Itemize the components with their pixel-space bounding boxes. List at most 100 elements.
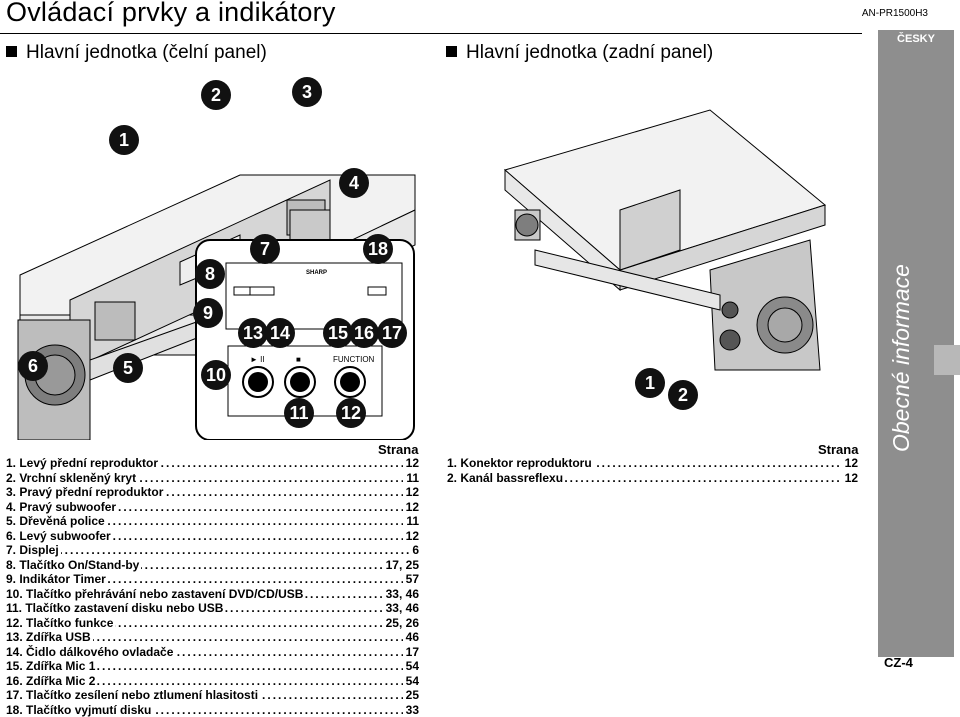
item-label: 7. Displej	[6, 543, 61, 557]
square-bullet-icon	[6, 46, 17, 57]
callout-number: 1	[645, 373, 655, 393]
item-page: 57	[403, 572, 419, 587]
callout-number: 17	[382, 323, 402, 343]
volume-buttons[interactable]	[368, 287, 386, 295]
page-title: Ovládací prvky a indikátory	[6, 0, 336, 28]
front-page-header: Strana	[378, 442, 418, 457]
callout-number: 12	[341, 403, 361, 423]
list-item: ........................................…	[6, 558, 419, 573]
item-label: 1. Levý přední reproduktor	[6, 456, 160, 470]
power-button[interactable]	[234, 287, 250, 295]
item-label: 8. Tlačítko On/Stand-by	[6, 558, 141, 572]
item-label: 2. Vrchní skleněný kryt	[6, 471, 138, 485]
section-title-vertical: Obecné informace	[888, 192, 915, 452]
language-label: ČESKY	[880, 32, 952, 46]
sidebar-tab	[934, 345, 960, 375]
list-item: ........................................…	[6, 485, 419, 500]
callout-number: 10	[206, 365, 226, 385]
callout-number: 16	[354, 323, 374, 343]
item-page: 17	[403, 645, 419, 660]
usb-port[interactable]	[250, 287, 274, 295]
item-page: 11	[403, 514, 419, 529]
function-label: FUNCTION	[333, 355, 375, 364]
callout-number: 6	[28, 356, 38, 376]
list-item: ........................................…	[6, 601, 419, 616]
list-item: ........................................…	[447, 456, 858, 471]
item-page: 54	[403, 659, 419, 674]
item-page: 33, 46	[383, 587, 419, 602]
item-page: 33, 46	[383, 601, 419, 616]
item-page: 11	[403, 471, 419, 486]
item-page: 25, 26	[383, 616, 419, 631]
callout-number: 2	[678, 385, 688, 405]
callout-number: 13	[243, 323, 263, 343]
item-page: 6	[409, 543, 419, 558]
callout-number: 18	[368, 239, 388, 259]
item-label: 17. Tlačítko zesílení nebo ztlumení hlas…	[6, 688, 260, 702]
list-item: ........................................…	[6, 514, 419, 529]
rear-unit-illustration: 12	[440, 70, 880, 440]
item-page: 33	[403, 703, 419, 717]
item-page: 17, 25	[383, 558, 419, 573]
callout-number: 8	[205, 264, 215, 284]
list-item: ........................................…	[6, 572, 419, 587]
callout-number: 4	[349, 173, 359, 193]
page-number: CZ-4	[884, 655, 924, 670]
item-label: 14. Čidlo dálkového ovladače	[6, 645, 175, 659]
item-label: 12. Tlačítko funkce	[6, 616, 115, 630]
item-page: 12	[403, 500, 419, 515]
square-bullet-icon	[446, 46, 457, 57]
callout-number: 3	[302, 82, 312, 102]
item-page: 12	[842, 471, 858, 486]
item-label: 9. Indikátor Timer	[6, 572, 108, 586]
item-label: 3. Pravý přední reproduktor	[6, 485, 165, 499]
front-parts-list: ........................................…	[6, 456, 419, 717]
list-item: ........................................…	[6, 688, 419, 703]
rear-parts-list: ........................................…	[447, 456, 858, 485]
item-page: 12	[403, 485, 419, 500]
rear-unit-drawing	[505, 110, 825, 370]
list-item: ........................................…	[6, 645, 419, 660]
item-label: 5. Dřevěná police	[6, 514, 107, 528]
callout-number: 2	[211, 85, 221, 105]
item-page: 12	[842, 456, 858, 471]
list-item: ........................................…	[6, 456, 419, 471]
list-item: ........................................…	[6, 703, 419, 717]
item-label: 13. Zdířka USB	[6, 630, 93, 644]
item-label: 6. Levý subwoofer	[6, 529, 113, 543]
stop-label: ■	[296, 355, 301, 364]
model-number: AN-PR1500H3	[862, 8, 928, 19]
front-panel-heading: Hlavní jednotka (čelní panel)	[6, 42, 267, 64]
list-item: ........................................…	[6, 659, 419, 674]
item-label: 4. Pravý subwoofer	[6, 500, 118, 514]
item-label: 11. Tlačítko zastavení disku nebo USB	[6, 601, 225, 615]
callout-number: 14	[270, 323, 290, 343]
callout-number: 7	[260, 239, 270, 259]
title-rule	[0, 33, 862, 34]
item-page: 25	[403, 688, 419, 703]
item-page: 54	[403, 674, 419, 689]
rear-callouts: 12	[635, 368, 698, 410]
item-label: 1. Konektor reproduktoru	[447, 456, 594, 470]
item-label: 2. Kanál bassreflexu	[447, 471, 565, 485]
list-item: ........................................…	[6, 616, 419, 631]
list-item: ........................................…	[447, 471, 858, 486]
list-item: ........................................…	[6, 529, 419, 544]
item-label: 18. Tlačítko vyjmutí disku	[6, 703, 153, 717]
list-item: ........................................…	[6, 587, 419, 602]
item-page: 12	[403, 529, 419, 544]
callout-number: 5	[123, 358, 133, 378]
rear-panel-heading: Hlavní jednotka (zadní panel)	[446, 42, 713, 64]
callout-number: 15	[328, 323, 348, 343]
brand-label: SHARP	[306, 270, 327, 276]
callout-number: 9	[203, 303, 213, 323]
list-item: ........................................…	[6, 630, 419, 645]
list-item: ........................................…	[6, 543, 419, 558]
item-page: 12	[403, 456, 419, 471]
list-item: ........................................…	[6, 471, 419, 486]
callout-number: 11	[289, 403, 308, 423]
item-label: 16. Zdířka Mic 2	[6, 674, 97, 688]
rear-page-header: Strana	[818, 442, 858, 457]
list-item: ........................................…	[6, 674, 419, 689]
dot-leader: ........................................…	[6, 543, 419, 558]
